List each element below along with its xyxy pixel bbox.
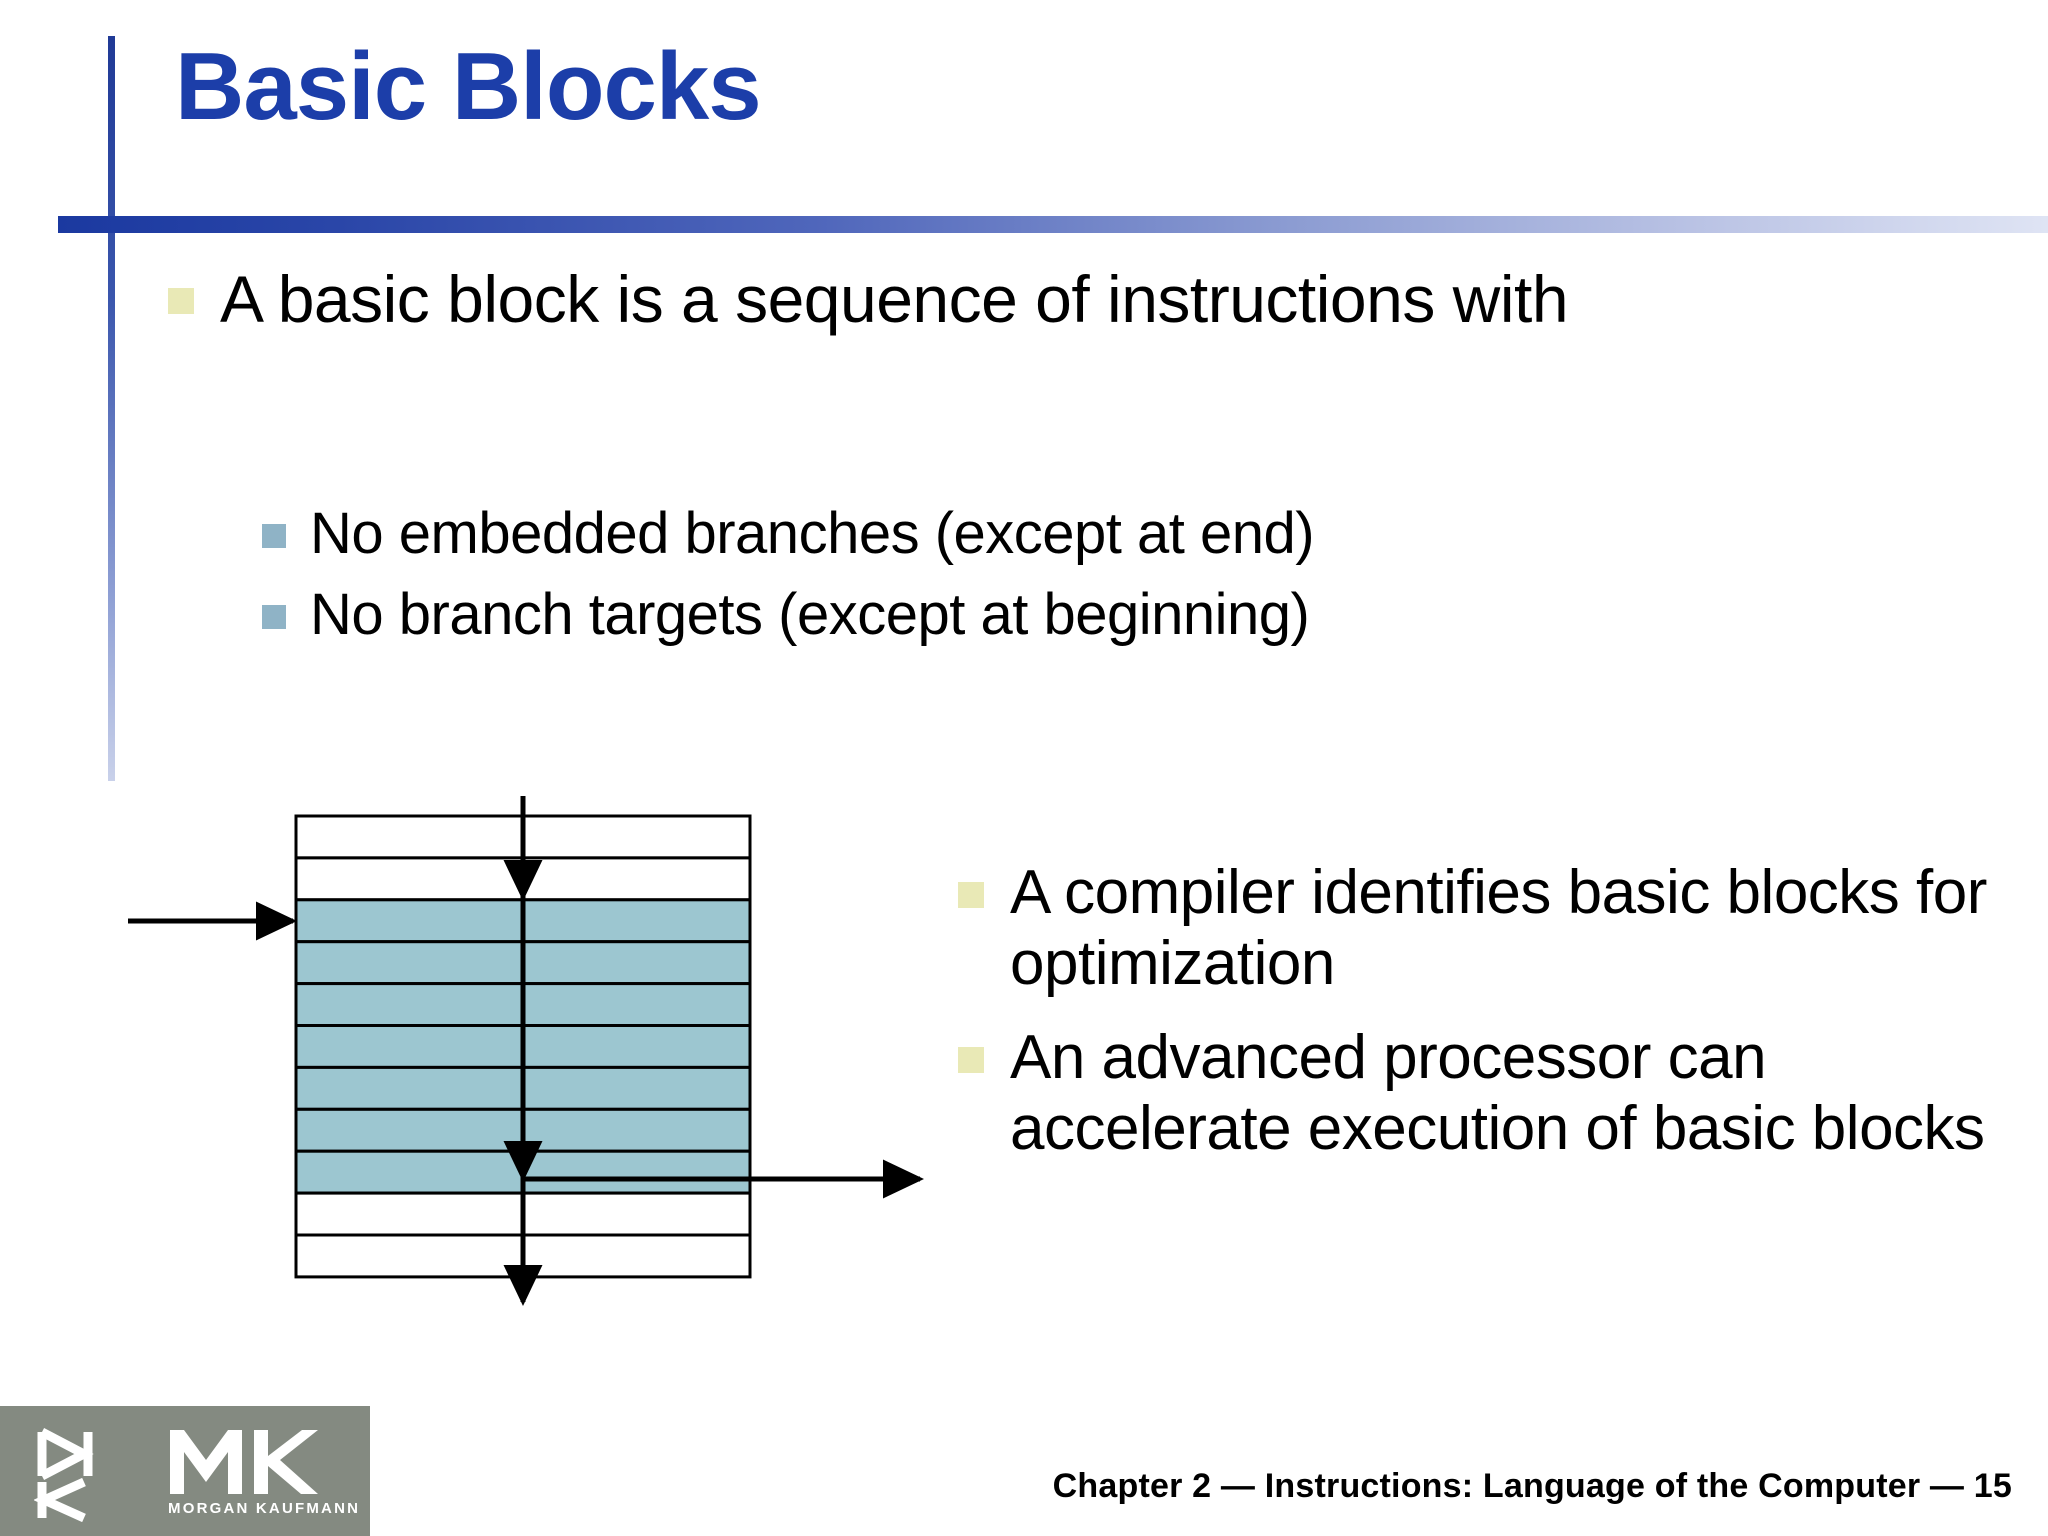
bullet-item-sub-1: No embedded branches (except at end) [262,500,2002,567]
morgan-kaufmann-logo: MORGAN KAUFMANN [0,1406,370,1536]
mk-monogram-icon [170,1430,318,1494]
bullet-item-right-2: An advanced processor can accelerate exe… [958,1023,2018,1164]
slide-title: Basic Blocks [175,33,762,140]
bullet-square-icon [262,524,286,548]
body-content: A basic block is a sequence of instructi… [168,262,1998,337]
slide-footer: Chapter 2 — Instructions: Language of th… [1052,1467,2012,1505]
bullet-right-text: A compiler identifies basic blocks for o… [1010,858,1987,998]
mk-rotated-mark-icon [34,1428,94,1522]
bullet-right-text: An advanced processor can accelerate exe… [1010,1023,1985,1164]
horizontal-accent-bar [58,216,2048,233]
bullet-item-right-1: A compiler identifies basic blocks for o… [958,858,2018,999]
bullet-square-icon [168,288,194,314]
bullet-item-main: A basic block is a sequence of instructi… [168,262,1998,337]
bullet-main-text: A basic block is a sequence of instructi… [220,262,1569,336]
bullet-square-icon [262,605,286,630]
sub-bullet-list: No embedded branches (except at end) No … [262,500,2002,649]
mk-wordmark: MORGAN KAUFMANN [168,1500,361,1517]
bullet-item-sub-2: No branch targets (except at beginning) [262,581,2002,648]
vertical-accent-rule [108,36,115,781]
bullet-square-icon [958,1047,984,1074]
bullet-square-icon [958,882,984,908]
right-bullet-list: A compiler identifies basic blocks for o… [958,858,2018,1165]
bullet-sub-text: No branch targets (except at beginning) [310,582,1310,648]
basic-block-diagram [120,790,940,1310]
bullet-sub-text: No embedded branches (except at end) [310,501,1315,566]
basic-block-diagram-svg [128,796,924,1306]
